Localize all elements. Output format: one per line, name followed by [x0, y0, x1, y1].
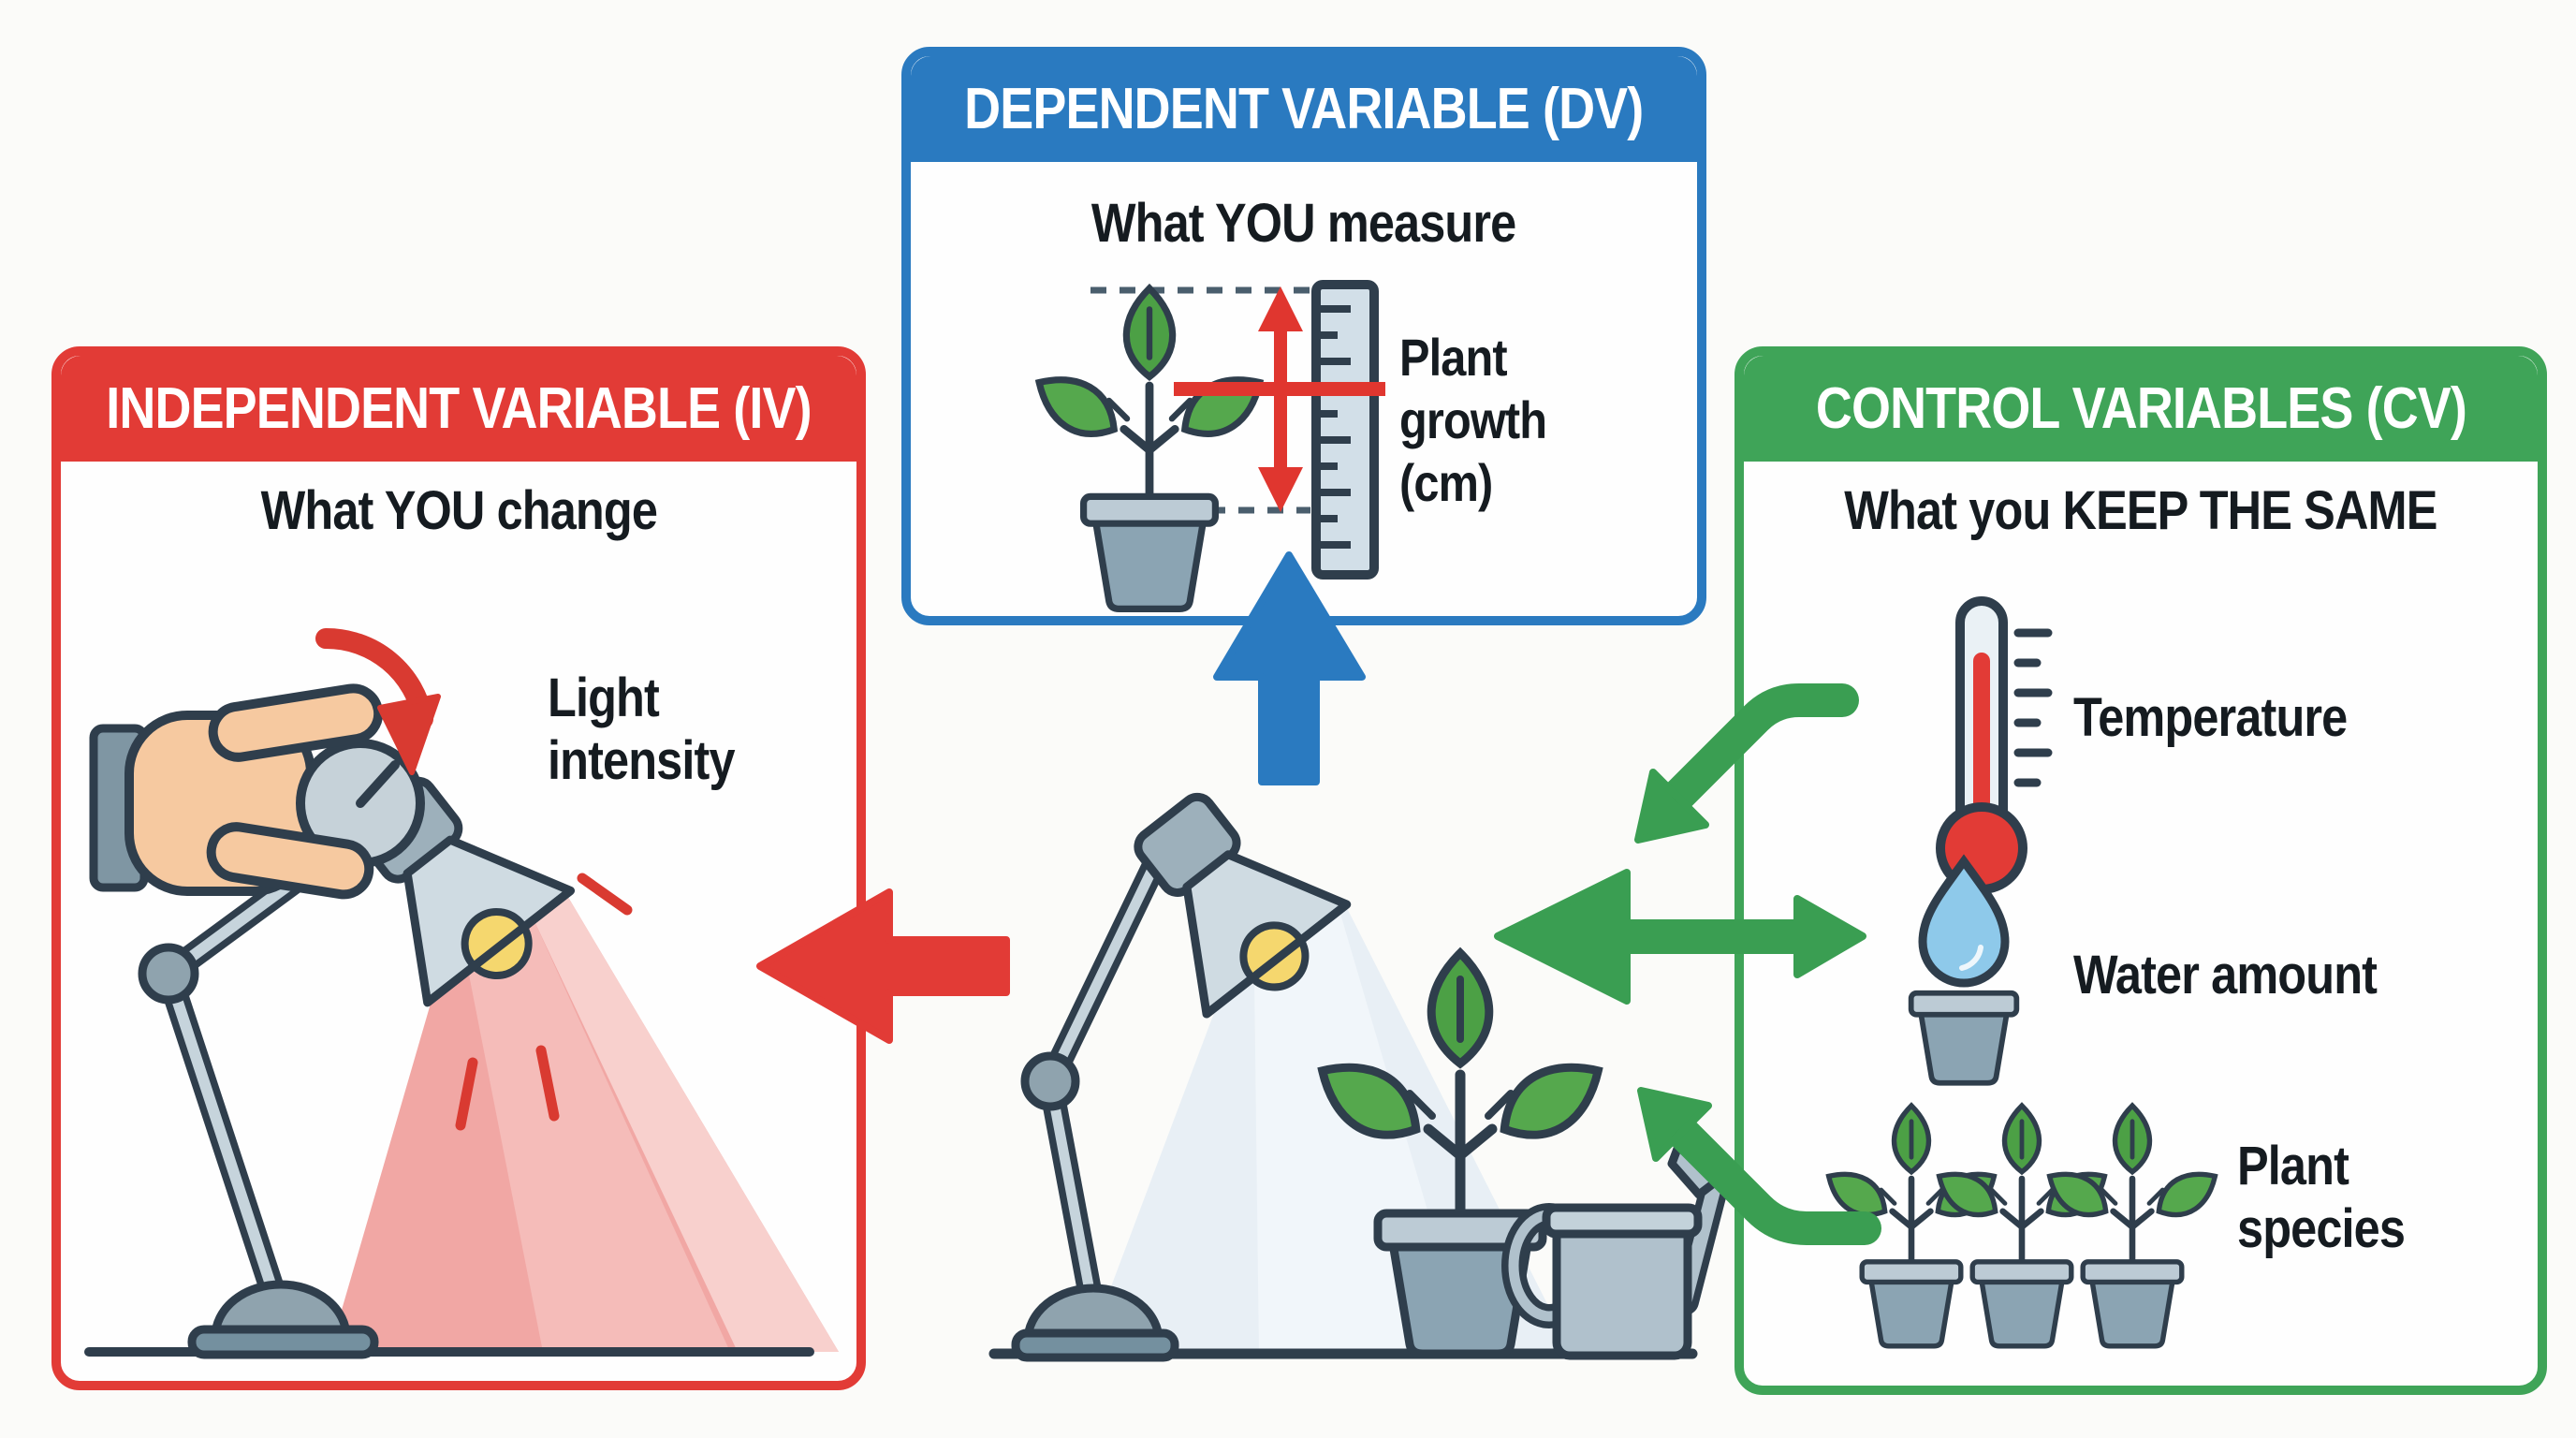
dv-subtitle: What YOU measure: [901, 192, 1706, 255]
iv-subtitle-text: What YOU change: [260, 480, 657, 541]
cv-title: CONTROL VARIABLES (CV): [1815, 376, 2466, 441]
cv-item-water-label: Water amount: [2073, 945, 2378, 1005]
light-beam: [1086, 906, 1573, 1354]
watering-can-icon: [1501, 1122, 1735, 1360]
iv-variable-label: Light intensity: [548, 668, 736, 792]
center-experiment-scene: [988, 792, 1735, 1362]
desk-lamp-icon: [1011, 792, 1352, 1362]
dv-header: DEPENDENT VARIABLE (DV): [911, 56, 1697, 162]
dv-subtitle-text: What YOU measure: [1091, 193, 1516, 254]
cv-header: CONTROL VARIABLES (CV): [1744, 356, 2538, 462]
cv-item-species-label: Plant species: [2237, 1136, 2406, 1260]
cv-subtitle-text: What you KEEP THE SAME: [1844, 480, 2437, 541]
iv-header: INDEPENDENT VARIABLE (IV): [61, 356, 856, 462]
iv-subtitle: What YOU change: [51, 479, 866, 542]
cv-item-temperature-label: Temperature: [2073, 687, 2348, 748]
dv-variable-label: Plant growth (cm): [1399, 328, 1547, 513]
potted-plant-icon: [1307, 953, 1613, 1354]
dv-title: DEPENDENT VARIABLE (DV): [964, 77, 1644, 141]
cv-subtitle: What you KEEP THE SAME: [1734, 479, 2547, 542]
iv-title: INDEPENDENT VARIABLE (IV): [106, 376, 812, 441]
